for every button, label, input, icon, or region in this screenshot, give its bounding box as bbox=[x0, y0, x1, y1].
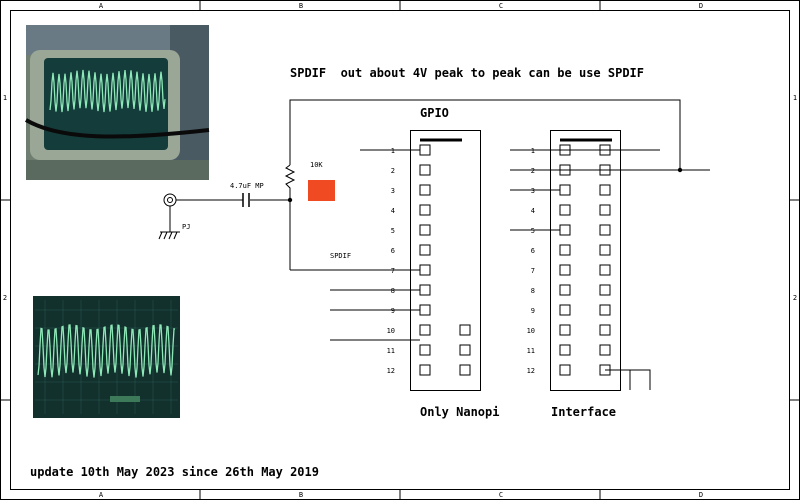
pin-pad bbox=[419, 284, 431, 296]
pin-pad bbox=[419, 204, 431, 216]
gpio-pins-num: 5 bbox=[391, 227, 395, 235]
iface-pins-num: 5 bbox=[531, 227, 535, 235]
pin-pad bbox=[419, 344, 431, 356]
pin-pad bbox=[559, 224, 571, 236]
col-label-bottom-c: C bbox=[499, 491, 503, 499]
jack-label: PJ bbox=[182, 223, 190, 231]
iface-pins-num: 11 bbox=[527, 347, 535, 355]
gpio-pins-num: 12 bbox=[387, 367, 395, 375]
iface-pins-num: 4 bbox=[531, 207, 535, 215]
wires bbox=[158, 99, 710, 390]
pin-pad bbox=[419, 324, 431, 336]
spdif-pin-label: SPDIF bbox=[330, 252, 351, 260]
resistor-symbol bbox=[284, 164, 296, 190]
iface-pins-num: 6 bbox=[531, 247, 535, 255]
pin-pad bbox=[459, 364, 471, 376]
gpio-pins-num: 6 bbox=[391, 247, 395, 255]
gpio-pins-num: 1 bbox=[391, 147, 395, 155]
col-label-top-d: D bbox=[699, 2, 703, 10]
gpio-pins-num: 4 bbox=[391, 207, 395, 215]
pin-pad bbox=[419, 264, 431, 276]
pin-pad bbox=[559, 244, 571, 256]
col-label-bottom-d: D bbox=[699, 491, 703, 499]
pin-pad bbox=[599, 244, 611, 256]
pin-pad bbox=[419, 364, 431, 376]
interface-header bbox=[550, 130, 621, 391]
oscilloscope-photo-1 bbox=[24, 25, 210, 180]
capacitor-symbol bbox=[242, 193, 250, 207]
gpio-label: GPIO bbox=[420, 106, 449, 120]
pin-pad bbox=[419, 224, 431, 236]
iface-pins-num: 9 bbox=[531, 307, 535, 315]
pin-pad bbox=[599, 224, 611, 236]
junction-dot bbox=[677, 167, 683, 173]
row-label-right-1: 1 bbox=[793, 94, 797, 102]
diagram-title: SPDIF out about 4V peak to peak can be u… bbox=[290, 66, 644, 80]
pin-pad bbox=[559, 264, 571, 276]
pin-pad bbox=[419, 164, 431, 176]
iface-pins-num: 2 bbox=[531, 167, 535, 175]
row-label-left-1: 1 bbox=[3, 94, 7, 102]
pin-pad bbox=[599, 264, 611, 276]
pin-pad bbox=[419, 144, 431, 156]
pin-pad bbox=[459, 324, 471, 336]
pin-pad bbox=[559, 364, 571, 376]
pin-pad bbox=[419, 304, 431, 316]
pin-pad bbox=[559, 324, 571, 336]
col-label-top-b: B bbox=[299, 2, 303, 10]
pin-pad bbox=[559, 184, 571, 196]
gpio-pins-num: 3 bbox=[391, 187, 395, 195]
col-label-top-a: A bbox=[99, 2, 104, 10]
pin-pad bbox=[559, 344, 571, 356]
gpio-pins-num: 7 bbox=[391, 267, 395, 275]
pin-pad bbox=[599, 284, 611, 296]
pin-pad bbox=[599, 324, 611, 336]
capacitor-label: 4.7uF MP bbox=[230, 182, 264, 190]
pin-pad bbox=[459, 344, 471, 356]
pin-pad bbox=[599, 184, 611, 196]
pin-pad bbox=[599, 344, 611, 356]
row-label-right-2: 2 bbox=[793, 294, 797, 302]
col-label-bottom-b: B bbox=[299, 491, 303, 499]
resistor-label: 10K bbox=[310, 161, 323, 169]
col-label-bottom-a: A bbox=[99, 491, 104, 499]
pin-pad bbox=[599, 304, 611, 316]
gpio-pins-num: 2 bbox=[391, 167, 395, 175]
gpio-header bbox=[410, 130, 481, 391]
pin-pad bbox=[599, 204, 611, 216]
interface-caption: Interface bbox=[551, 405, 616, 419]
gpio-pins-num: 10 bbox=[387, 327, 395, 335]
oscilloscope-photo-2 bbox=[33, 296, 180, 418]
iface-pins-num: 10 bbox=[527, 327, 535, 335]
led-indicator bbox=[308, 180, 335, 201]
pin-pad bbox=[559, 284, 571, 296]
col-label-top-c: C bbox=[499, 2, 503, 10]
jack-symbol bbox=[163, 193, 177, 207]
inner-frame bbox=[10, 10, 790, 490]
pin-pad bbox=[419, 184, 431, 196]
gpio-pins-num: 9 bbox=[391, 307, 395, 315]
iface-pins-num: 12 bbox=[527, 367, 535, 375]
iface-pins-num: 1 bbox=[531, 147, 535, 155]
gpio-pins-num: 8 bbox=[391, 287, 395, 295]
pin-pad bbox=[559, 304, 571, 316]
gpio-pins-num: 11 bbox=[387, 347, 395, 355]
iface-pins-num: 8 bbox=[531, 287, 535, 295]
iface-pins-num: 7 bbox=[531, 267, 535, 275]
pin-pad bbox=[419, 244, 431, 256]
update-note: update 10th May 2023 since 26th May 2019 bbox=[30, 465, 319, 479]
gpio-caption: Only Nanopi bbox=[420, 405, 499, 419]
junction-dot bbox=[287, 197, 293, 203]
row-label-left-2: 2 bbox=[3, 294, 7, 302]
pin-pad bbox=[559, 204, 571, 216]
iface-pins-num: 3 bbox=[531, 187, 535, 195]
